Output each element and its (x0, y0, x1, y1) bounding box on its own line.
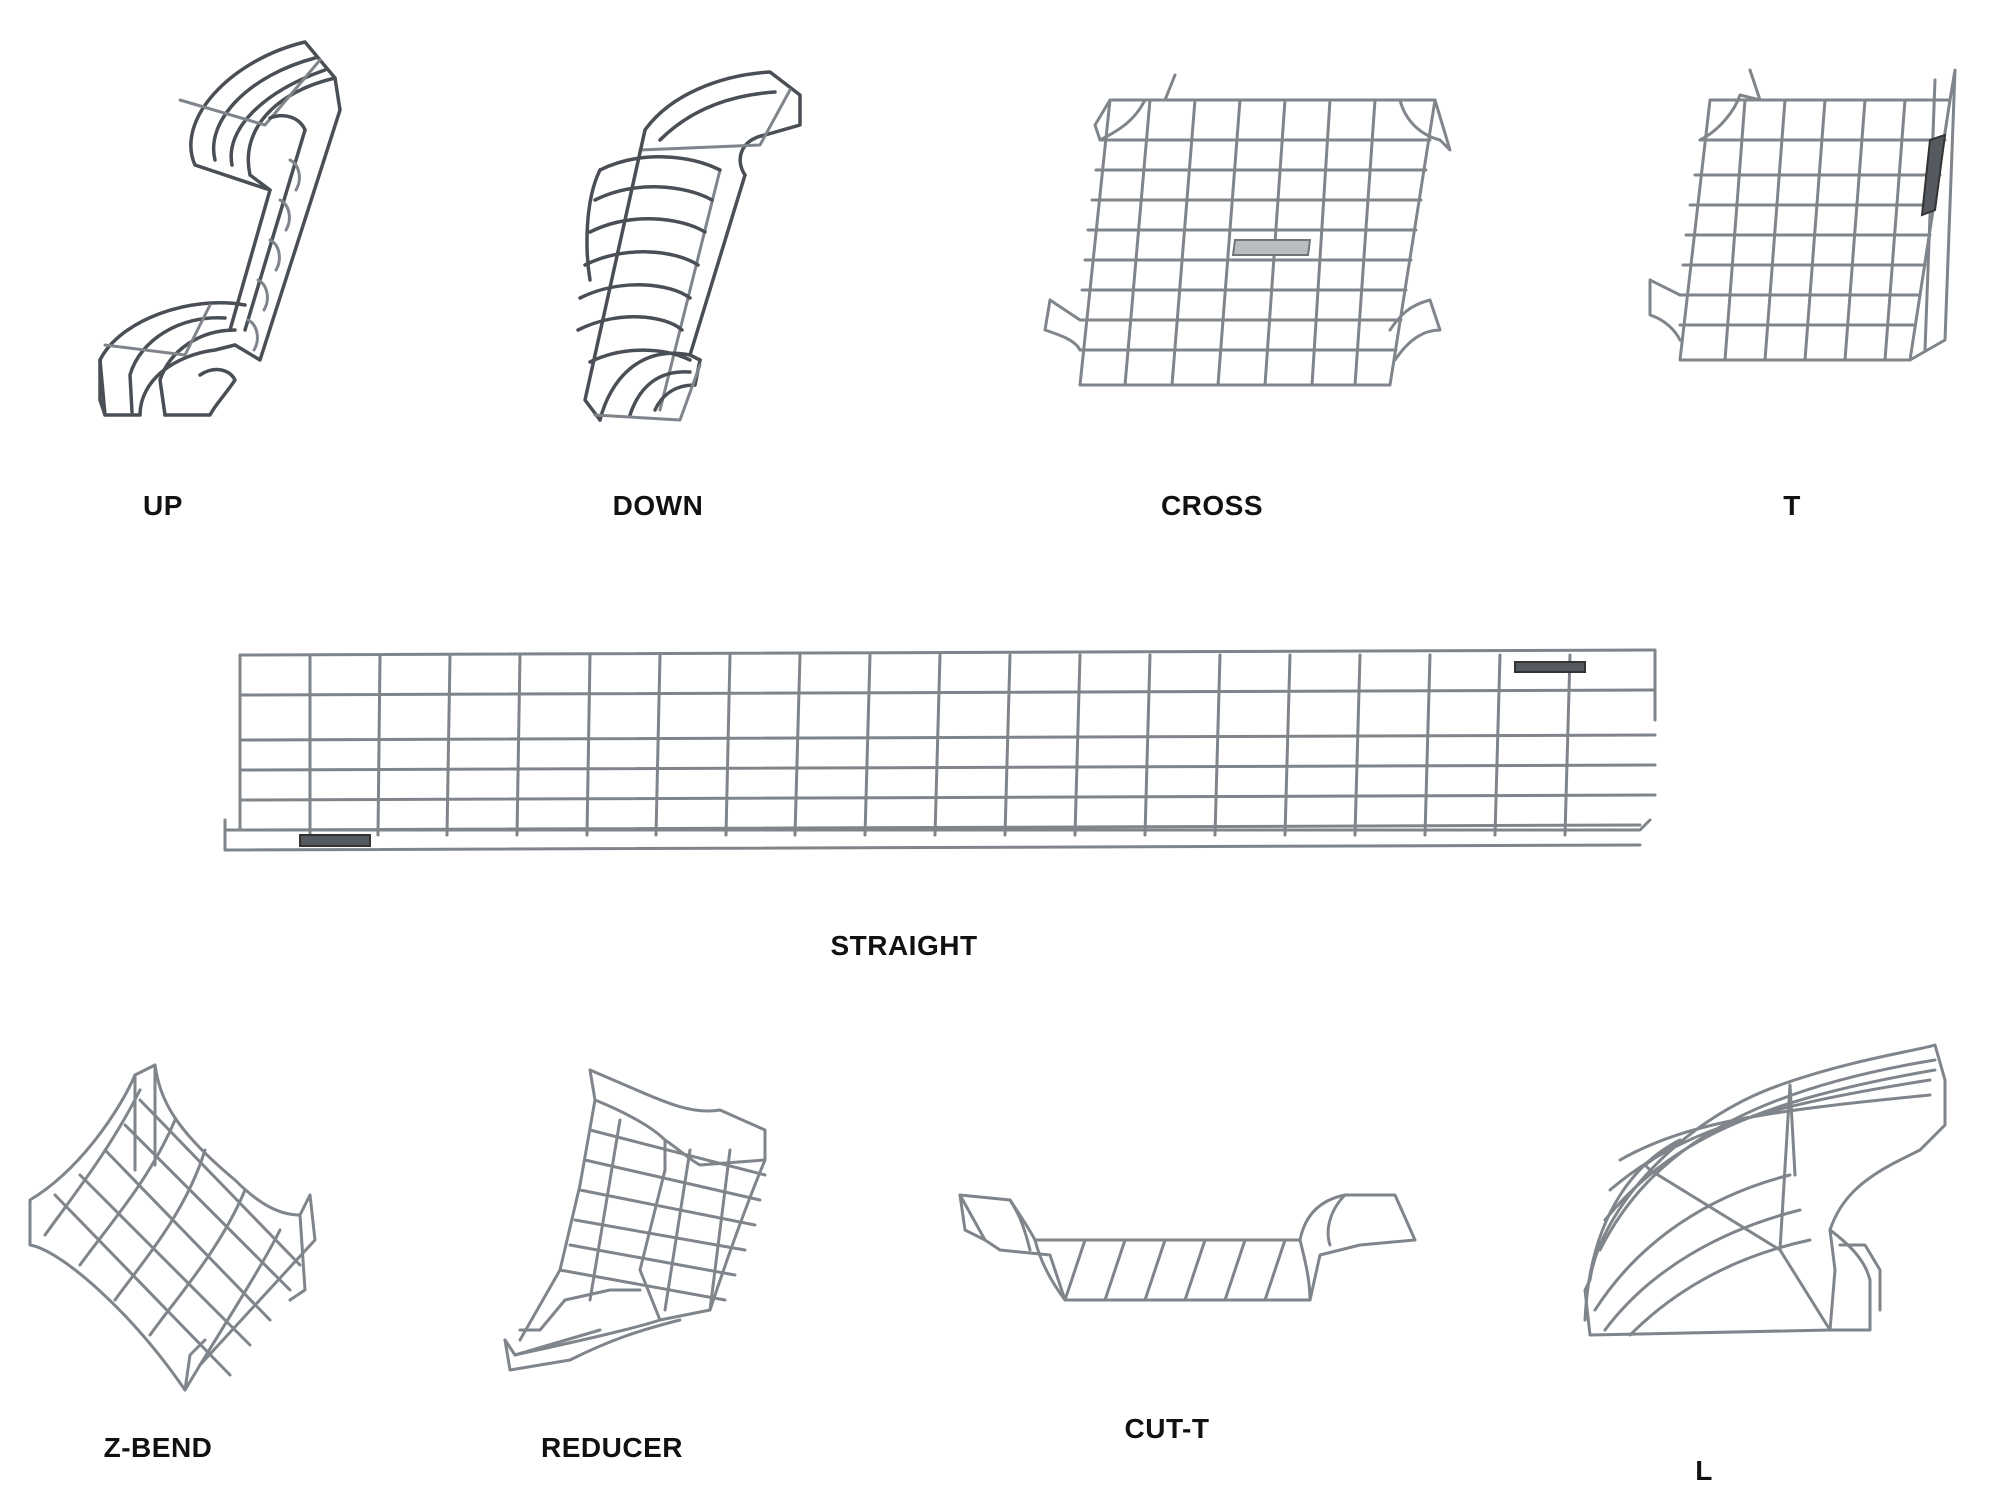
label-z-bend: Z-BEND (103, 1432, 213, 1463)
label-cut-t: CUT-T (1124, 1413, 1210, 1444)
z-bend-fitting (28, 1063, 317, 1392)
label-down: DOWN (612, 490, 704, 521)
down-fitting (576, 70, 802, 422)
straight-fitting (223, 648, 1657, 852)
up-fitting (98, 40, 342, 417)
label-l: L (1695, 1455, 1713, 1486)
label-t: T (1783, 490, 1801, 521)
label-reducer: REDUCER (541, 1432, 683, 1463)
reducer-fitting (503, 1068, 767, 1372)
cross-fitting (1043, 73, 1452, 387)
label-cross: CROSS (1160, 490, 1264, 521)
label-up: UP (143, 490, 183, 521)
label-straight: STRAIGHT (830, 930, 978, 961)
t-fitting (1648, 68, 1957, 362)
cut-t-fitting (958, 1193, 1417, 1302)
l-fitting (1583, 1043, 1947, 1337)
